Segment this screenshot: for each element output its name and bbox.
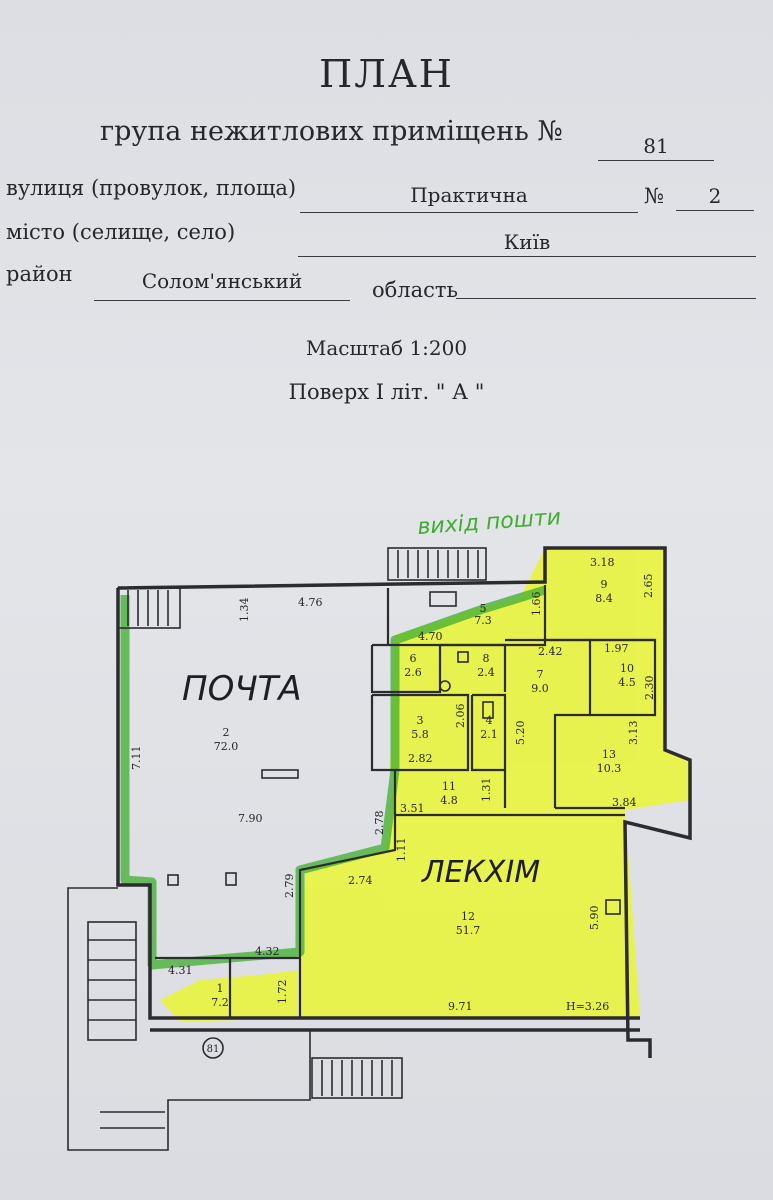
room-1-area: 7.2 [211, 996, 229, 1009]
room-11-num: 11 [442, 780, 456, 793]
dim-242: 2.42 [538, 645, 563, 658]
handwritten-lekhim: ЛЕКХІМ [421, 855, 540, 890]
city-line [298, 256, 756, 257]
fixtures [167, 591, 621, 1059]
dim-111: 1.11 [395, 838, 408, 863]
dim-431: 4.31 [168, 964, 193, 977]
room-12-area: 51.7 [456, 924, 481, 937]
dim-274: 2.74 [348, 874, 373, 887]
room-10-num: 10 [620, 662, 634, 675]
house-value: 2 [708, 184, 722, 208]
room-11-area: 4.8 [440, 794, 458, 807]
dim-h326: H=3.26 [566, 1000, 609, 1013]
room-6-area: 2.6 [404, 666, 422, 679]
marker-circle [202, 1037, 224, 1059]
room-7-num: 7 [537, 668, 544, 681]
room-3-area: 5.8 [411, 728, 429, 741]
district-value: Солом'янський [141, 269, 303, 293]
room-1-num: 1 [217, 982, 224, 995]
stairs [67, 547, 487, 1151]
handwritten-post: ПОЧТА [182, 669, 302, 709]
city-label: місто (селище, село) [6, 220, 236, 244]
room-2-area: 72.0 [214, 740, 239, 753]
scale-text: Масштаб 1:200 [305, 336, 468, 360]
dim-206: 2.06 [454, 704, 467, 729]
group-number-line [598, 160, 714, 161]
dim-265: 2.65 [642, 574, 655, 599]
dim-134: 1.34 [238, 598, 251, 623]
house-line [676, 210, 754, 211]
street-label: вулиця (провулок, площа) [6, 176, 297, 200]
dim-197: 1.97 [604, 642, 629, 655]
room-8-area: 2.4 [477, 666, 495, 679]
dim-278: 2.78 [373, 811, 386, 836]
room-13-area: 10.3 [597, 762, 622, 775]
walls-inner [155, 585, 657, 1018]
dim-282: 2.82 [408, 752, 433, 765]
room-8-num: 8 [483, 652, 490, 665]
region-line [456, 298, 756, 299]
dim-711: 7.11 [130, 746, 143, 771]
dim-384: 3.84 [612, 796, 637, 809]
room-2-num: 2 [223, 726, 230, 739]
dim-470: 4.70 [418, 630, 443, 643]
room-7-area: 9.0 [531, 682, 549, 695]
marker-number: 81 [207, 1044, 220, 1055]
dim-432: 4.32 [255, 945, 280, 958]
city-value: Київ [503, 230, 551, 254]
plan-title: ПЛАН [319, 52, 454, 96]
dim-279: 2.79 [283, 874, 296, 899]
dim-131: 1.31 [480, 778, 493, 803]
room-4-num: 4 [486, 714, 493, 727]
street-line [300, 212, 638, 213]
room-10-area: 4.5 [618, 676, 636, 689]
dimension-labels: 4.76 1.34 7.11 7.90 2.82 4.70 1.66 3.18 … [130, 556, 656, 1055]
floor-plan: 2 72.0 6 2.6 3 5.8 4 2.1 5 7.3 8 2.4 7 9… [67, 505, 692, 1151]
room-13-num: 13 [602, 748, 616, 761]
dim-351: 3.51 [400, 802, 425, 815]
plan-subtitle: група нежитлових приміщень № [100, 116, 563, 147]
room-3-num: 3 [417, 714, 424, 727]
district-label: район [6, 262, 73, 286]
floor-text: Поверх I літ. " А " [288, 380, 485, 404]
dim-590: 5.90 [588, 906, 601, 931]
room-labels: 2 72.0 6 2.6 3 5.8 4 2.1 5 7.3 8 2.4 7 9… [211, 578, 636, 1009]
dim-790: 7.90 [238, 812, 263, 825]
dim-476: 4.76 [298, 596, 323, 609]
room-5-area: 7.3 [474, 614, 492, 627]
dim-520: 5.20 [514, 721, 527, 746]
dim-166: 1.66 [530, 592, 543, 617]
room-9-area: 8.4 [595, 592, 613, 605]
dim-230: 2.30 [643, 676, 656, 701]
region-label: область [372, 278, 458, 302]
room-6-num: 6 [410, 652, 417, 665]
district-line [94, 300, 350, 301]
dim-318: 3.18 [590, 556, 615, 569]
room-9-num: 9 [601, 578, 608, 591]
handwritten-exit: вихід пошти [417, 505, 562, 540]
walls-outer [116, 546, 692, 1058]
dim-172: 1.72 [276, 980, 289, 1005]
group-number-value: 81 [643, 134, 669, 158]
dim-971: 9.71 [448, 1000, 473, 1013]
room-12-num: 12 [461, 910, 475, 923]
room-4-area: 2.1 [480, 728, 498, 741]
room-5-num: 5 [480, 602, 487, 615]
street-value: Практична [410, 183, 528, 207]
house-label: № [644, 184, 664, 208]
dim-313: 3.13 [627, 721, 640, 746]
